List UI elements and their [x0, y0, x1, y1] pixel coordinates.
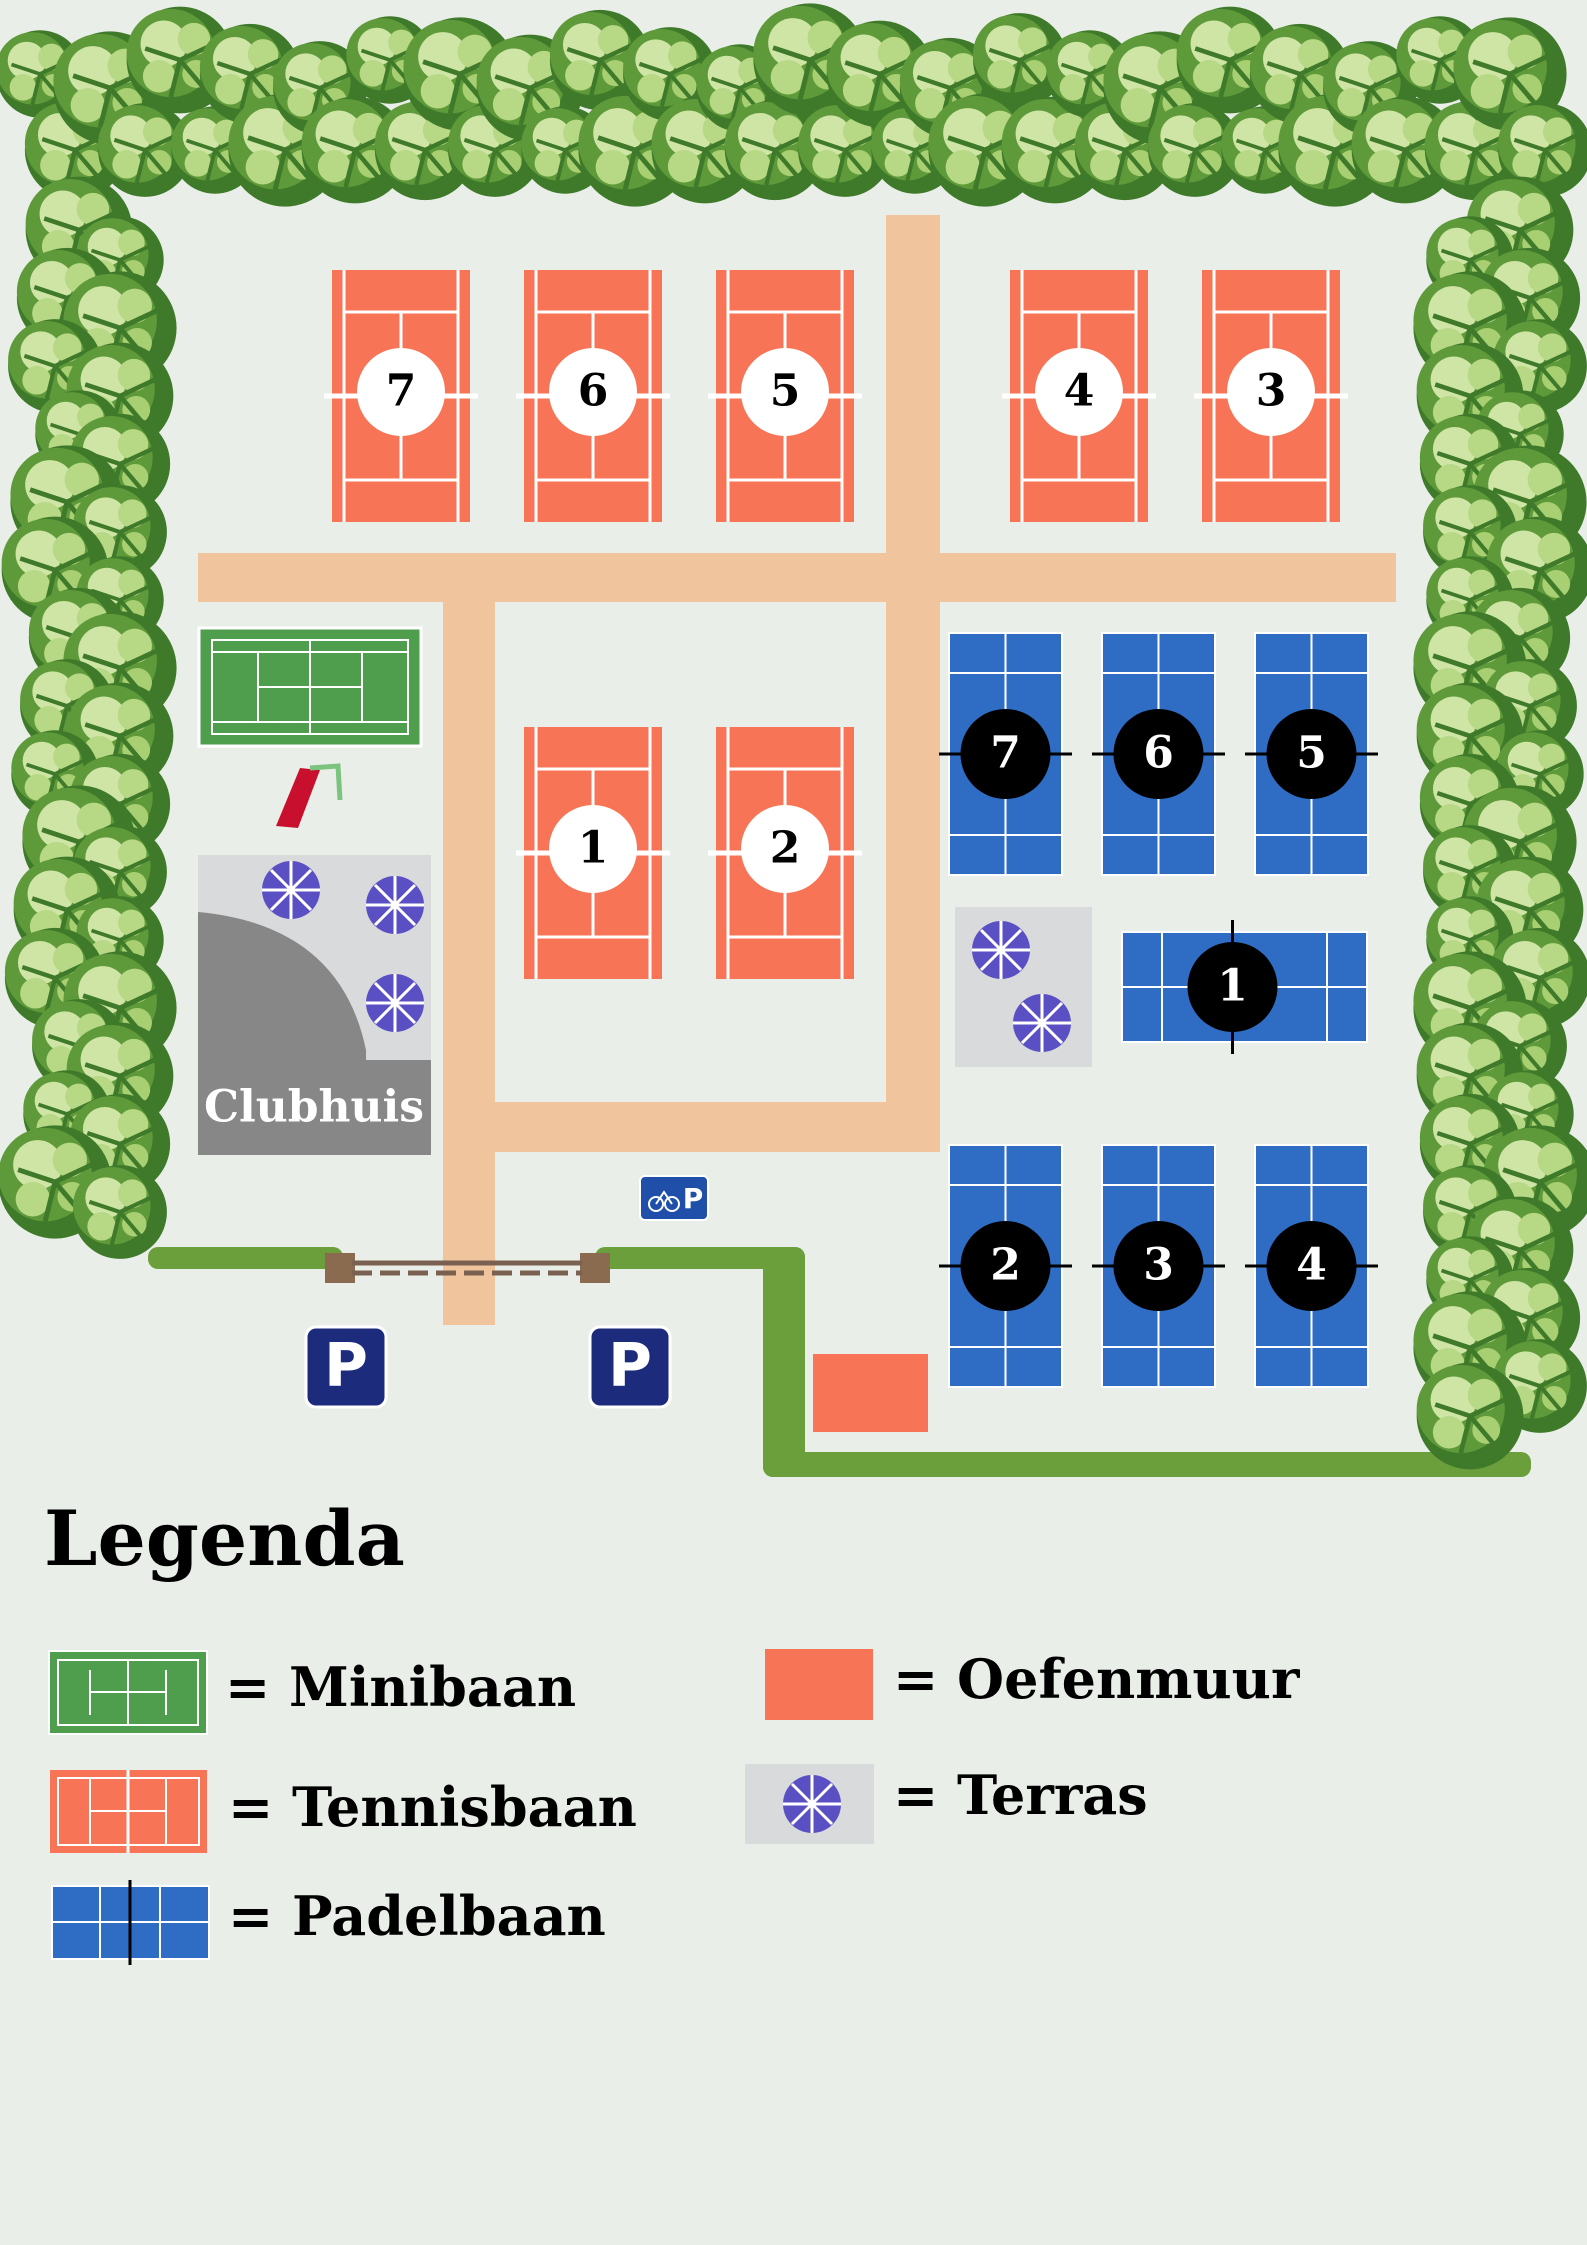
legend-wall-swatch [765, 1649, 873, 1720]
tennis-court-number: 1 [578, 823, 609, 874]
umbrella-icon [1011, 992, 1073, 1054]
padel-court-number: 4 [1296, 1240, 1327, 1291]
legend-tennis-label: = Tennisbaan [228, 1775, 637, 1839]
padel-court[interactable]: 4 [1245, 1144, 1378, 1388]
hedge [148, 1247, 343, 1269]
padel-court[interactable]: 2 [939, 1144, 1072, 1388]
hedge [763, 1247, 805, 1477]
bike-parking[interactable]: P [639, 1175, 709, 1221]
tennis-court-number: 7 [386, 366, 417, 417]
padel-court-number: 6 [1143, 728, 1174, 779]
paths [198, 215, 1396, 1325]
hedge [595, 1247, 805, 1269]
legend-mini-swatch [48, 1650, 208, 1735]
parking-left[interactable]: P [304, 1325, 388, 1409]
padel-court[interactable]: 7 [939, 632, 1072, 876]
tennis-courts: 7 6 5 4 3 1 2 [324, 270, 1348, 979]
path-vertical-right [886, 215, 940, 1150]
padel-court-number: 1 [1217, 961, 1248, 1012]
padel-court[interactable]: 6 [1092, 632, 1225, 876]
padel-courts: 7 6 5 1 2 3 4 [939, 632, 1378, 1388]
tennis-court[interactable]: 7 [324, 270, 478, 522]
slide-icon [276, 763, 343, 828]
umbrella-icon [364, 972, 426, 1034]
tennis-court-number: 5 [770, 366, 801, 417]
tennis-court[interactable]: 2 [708, 727, 862, 979]
clubhouse-label: Clubhuis [204, 1082, 424, 1133]
practice-wall[interactable] [813, 1354, 928, 1432]
mini-court[interactable] [197, 626, 423, 748]
bike-parking-label: P [683, 1182, 704, 1215]
path-vertical-left [443, 600, 495, 1325]
padel-court-number: 5 [1296, 728, 1327, 779]
tennis-court-number: 3 [1256, 366, 1287, 417]
parking-icon [588, 1325, 672, 1409]
padel-court-number: 2 [990, 1240, 1021, 1291]
padel-court-number: 7 [990, 728, 1021, 779]
parking-right[interactable]: P [588, 1325, 672, 1409]
padel-terrace [955, 907, 1092, 1067]
legend-terrace-label: = Terras [893, 1763, 1148, 1827]
padel-court-number: 3 [1143, 1240, 1174, 1291]
umbrella-icon [260, 859, 322, 921]
hedges [148, 1247, 1531, 1477]
tennis-court-number: 6 [578, 366, 609, 417]
legend-padel-label: = Padelbaan [228, 1884, 606, 1948]
parking-label: P [324, 1331, 368, 1401]
umbrella-icon [364, 874, 426, 936]
tennis-court[interactable]: 4 [1002, 270, 1156, 522]
tennis-court-number: 2 [770, 823, 801, 874]
legend-wall-label: = Oefenmuur [893, 1647, 1300, 1711]
tennis-court[interactable]: 6 [516, 270, 670, 522]
padel-court[interactable]: 5 [1245, 632, 1378, 876]
tree-icon [1417, 1363, 1524, 1470]
legend-mini-label: = Minibaan [225, 1655, 576, 1719]
tennis-court[interactable]: 3 [1194, 270, 1348, 522]
tennis-court-number: 4 [1064, 366, 1095, 417]
parking-icon [304, 1325, 388, 1409]
padel-court[interactable]: 3 [1092, 1144, 1225, 1388]
path-horizontal-top [198, 553, 1396, 602]
umbrella-icon [781, 1773, 843, 1835]
path-horizontal-bottom [443, 1102, 940, 1152]
bicycle-icon [648, 1196, 664, 1212]
padel-court[interactable]: 1 [1121, 920, 1368, 1054]
umbrella-icon [970, 919, 1032, 981]
hedge [763, 1452, 1531, 1477]
legend-tennis-swatch [50, 1770, 207, 1853]
tree-icon [73, 1165, 167, 1259]
legend-padel-swatch [51, 1880, 210, 1965]
clubhouse: Clubhuis [198, 1060, 431, 1155]
parking-label: P [608, 1331, 652, 1401]
tennis-court[interactable]: 1 [516, 727, 670, 979]
legend-title: Legenda [44, 1494, 405, 1583]
legend: Legenda = Minibaan = Tennisbaan = Pa [44, 1494, 1300, 1965]
tennis-court[interactable]: 5 [708, 270, 862, 522]
entrance-gate [325, 1253, 610, 1283]
